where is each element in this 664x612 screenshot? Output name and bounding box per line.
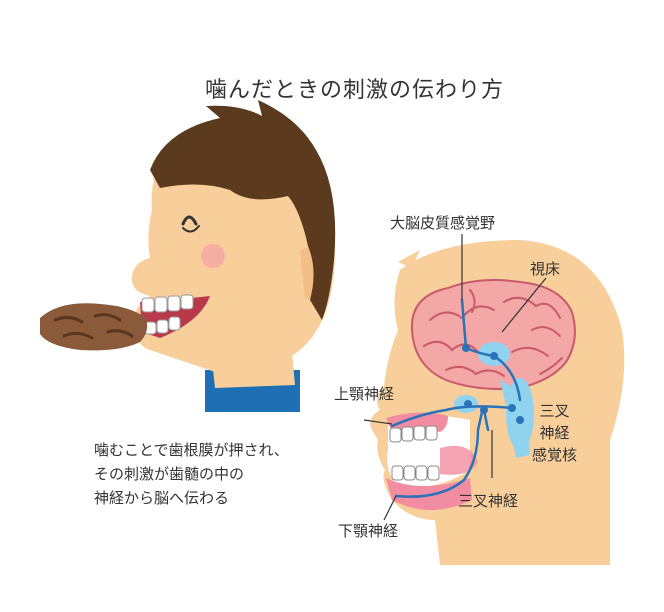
person-figure	[40, 100, 335, 412]
label-trigeminal: 三叉神経	[458, 490, 518, 511]
label-cortex: 大脳皮質感覚野	[390, 212, 495, 233]
label-trigeminal-nucleus-line3: 感覚核	[532, 444, 577, 466]
label-lower-nerve: 下顎神経	[338, 520, 398, 541]
label-trigeminal-nucleus-line2: 神経	[532, 422, 577, 444]
trigeminal-nucleus-highlight	[506, 378, 534, 450]
description-line-2: その刺激が歯髄の中の	[94, 462, 289, 486]
head-cross-section	[364, 234, 624, 565]
label-thalamus: 視床	[530, 258, 560, 279]
food-cookie	[40, 303, 147, 350]
label-trigeminal-nucleus: 三叉 神経 感覚核	[532, 400, 577, 466]
person-cheek	[201, 244, 225, 268]
label-upper-nerve: 上顎神経	[334, 383, 394, 404]
label-trigeminal-nucleus-line1: 三叉	[532, 400, 577, 422]
description-line-3: 神経から脳へ伝わる	[94, 486, 289, 510]
description: 噛むことで歯根膜が押され、 その刺激が歯髄の中の 神経から脳へ伝わる	[94, 438, 289, 510]
brain	[412, 280, 575, 389]
description-line-1: 噛むことで歯根膜が押され、	[94, 438, 289, 462]
